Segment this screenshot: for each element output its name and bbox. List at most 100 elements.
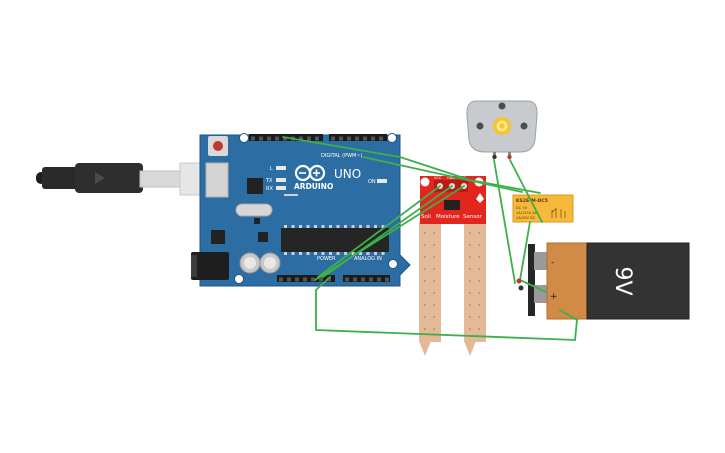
arduino-logo-text: ARDUINO [294,182,333,191]
battery-9v: - + 9V [528,242,690,320]
wire-motor-to-battery [493,159,516,284]
analog-header-label: ANALOG IN [354,256,382,262]
chip-pin [314,225,317,228]
chip-pin [351,252,355,255]
chip-pin [321,225,325,228]
probe-trace-dot [424,244,426,246]
probe-trace-dot [433,292,435,294]
probe-trace-dot [478,292,480,294]
chip-pin [359,225,362,228]
header-pin [275,136,279,141]
probe-trace-dot [469,256,471,258]
chip-pin [306,252,310,255]
wire-d12-to-relay [362,156,523,193]
chip-pin [344,252,347,255]
led-rx-label: RX [266,186,273,192]
probe-trace-dot [424,280,426,282]
battery-voltage-label: 9V [610,266,635,295]
probe-trace-dot [478,280,480,282]
chip-pin [366,225,370,228]
header-pin [371,136,375,141]
probe-trace-dot [478,316,480,318]
probe-trace-dot [478,256,480,258]
wire-5v-to-sensor-vcc [317,185,441,278]
probe-trace-dot [433,304,435,306]
probe-trace-dot [469,232,471,234]
probe-trace-dot [424,232,426,234]
chip-pin [284,252,287,255]
probe-trace-dot [469,292,471,294]
probe-trace-dot [433,328,435,330]
wire-d7-to-relay [282,136,541,194]
wire-gnd-loop [315,276,578,341]
probe-trace-dot [469,304,471,306]
chip-pin [336,225,340,228]
probe-trace-dot [424,316,426,318]
probe-trace-dot [469,316,471,318]
chip-pin [306,225,310,228]
chip-pin [314,252,317,255]
probe-trace-dot [433,268,435,270]
led-tx-label: TX [265,178,273,184]
probe-trace-dot [424,292,426,294]
chip-pin [321,252,325,255]
battery-plus-label: + [550,292,558,302]
header-pin [287,277,291,282]
probe-trace-dot [433,280,435,282]
header-pin [327,277,331,282]
chip-pin [329,225,332,228]
power-jack [191,252,229,280]
header-pin [355,136,359,141]
header-pin [385,277,389,282]
sensor-pin-gnd-label: GND [447,176,455,180]
probe-trace-dot [478,232,480,234]
probe-trace-dot [478,244,480,246]
relay-module: KS2E-M-DC5 DC 5V 1A/125V AC 2A/30V DC [512,194,574,223]
header-pin [369,277,373,282]
sensor-label-soil: Soil [421,214,431,220]
usb-cable [36,162,229,196]
chip-pin [374,225,377,228]
header-pin [339,136,343,141]
probe-trace-dot [478,304,480,306]
header-pin [267,136,271,141]
microcontroller-chip [281,228,389,252]
header-pin [295,277,299,282]
sensor-logo-icon [476,193,484,203]
probe-trace-dot [424,328,426,330]
battery-minus-label: - [551,258,554,268]
arduino-board: L TX RX ON ARDUINO UNO DIGITAL (PWM~) PO… [191,133,411,287]
header-pin [379,136,383,141]
chip-pin [284,225,287,228]
header-pin [283,136,287,141]
header-pin [259,136,263,141]
probe-trace-dot [478,328,480,330]
chip-pin [381,252,385,255]
header-pin [279,277,283,282]
on-led-label: ON [368,179,376,185]
header-pin [251,136,255,141]
chip-pin [291,252,295,255]
probe-trace-dot [424,304,426,306]
header-pin [303,277,307,282]
header-pin [347,136,351,141]
sensor-probe-left [419,222,441,342]
chip-pin [299,252,302,255]
chip-pin [381,225,385,228]
probe-trace-dot [469,328,471,330]
chip-pin [351,225,355,228]
probe-trace-dot [433,232,435,234]
probe-trace-dot [469,244,471,246]
header-pin [377,277,381,282]
header-pin [345,277,349,282]
relay-spec-line3: 2A/30V DC [516,216,536,220]
header-pin [363,136,367,141]
header-pin [319,277,323,282]
header-pin [353,277,357,282]
probe-trace-dot [433,316,435,318]
wire-relay-to-motor [509,159,543,223]
probe-trace-dot [469,268,471,270]
chip-pin [366,252,370,255]
sensor-probe-right [464,222,486,342]
